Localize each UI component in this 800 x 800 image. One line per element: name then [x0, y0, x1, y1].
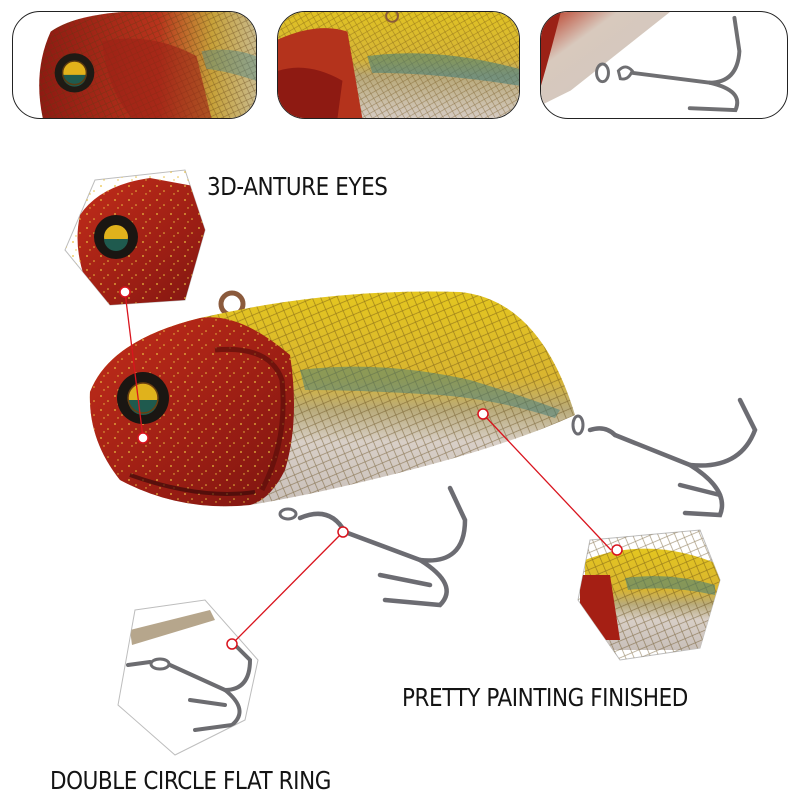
callout-dot-ring — [337, 526, 349, 538]
callout-dot-hook-inset — [226, 638, 238, 650]
callout-lines — [124, 291, 612, 645]
feature-label-eyes: 3D-ANTURE EYES — [207, 172, 388, 201]
rear-treble-hook — [571, 397, 758, 518]
callout-dot-body — [477, 408, 489, 420]
lure-body — [89, 291, 575, 507]
thumbnail-body-closeup — [277, 11, 520, 119]
inset-eyes — [64, 169, 206, 306]
callout-dot-painting-inset — [611, 544, 623, 556]
inset-hook — [117, 599, 259, 756]
feature-label-ring: DOUBLE CIRCLE FLAT RING — [50, 766, 331, 795]
callout-dot-eyes-inset — [119, 286, 131, 298]
inset-painting — [577, 529, 721, 661]
callout-dots — [119, 286, 623, 650]
belly-treble-hook — [278, 485, 468, 608]
callout-dot-eye — [137, 432, 149, 444]
thumbnail-hook-closeup — [540, 11, 788, 119]
feature-label-painting: PRETTY PAINTING FINISHED — [402, 683, 688, 712]
thumbnail-head-closeup — [12, 11, 257, 119]
